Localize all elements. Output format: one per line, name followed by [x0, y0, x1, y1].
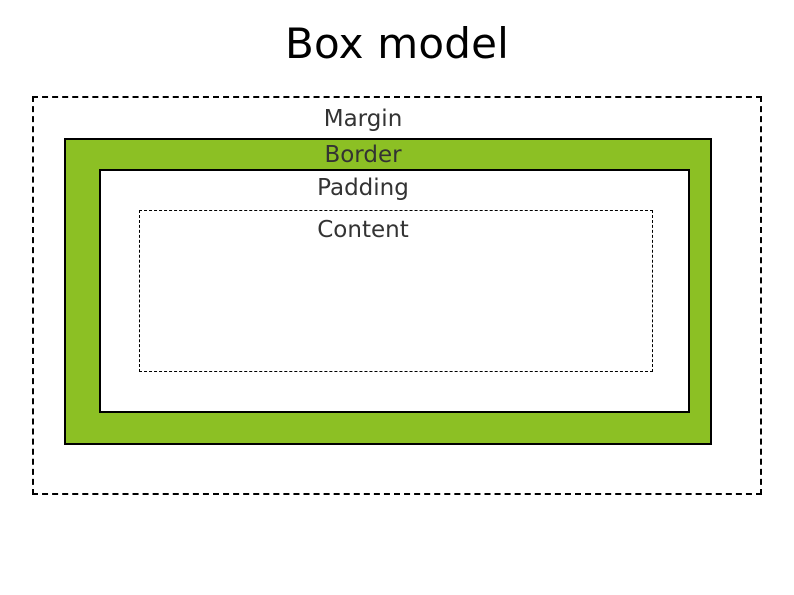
border-label: Border: [324, 142, 402, 168]
content-box: [139, 210, 653, 372]
page-title: Box model: [284, 19, 509, 68]
padding-box: [99, 169, 690, 413]
border-box: [64, 138, 712, 445]
padding-label: Padding: [317, 175, 409, 201]
margin-box: [32, 96, 762, 495]
margin-label: Margin: [323, 106, 403, 132]
content-label: Content: [317, 217, 409, 243]
